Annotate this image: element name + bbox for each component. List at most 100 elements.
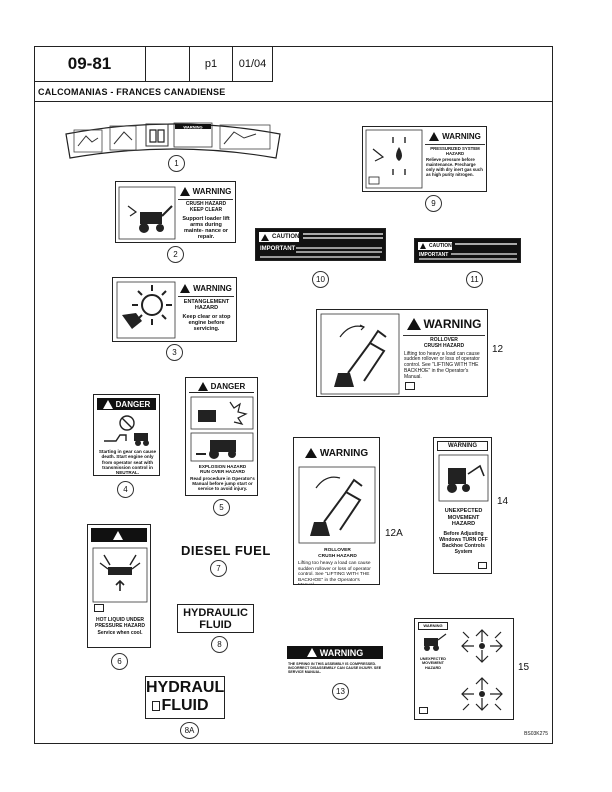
hot-liquid-radiator-icon: [92, 547, 148, 603]
decal-3-line2: HAZARD: [194, 305, 219, 312]
rollover-crush-icon: [298, 466, 376, 544]
decal-3: WARNING ENTANGLEMENT HAZARD Keep clear o…: [112, 277, 237, 342]
revision-date: 01/04: [233, 46, 273, 82]
start-in-gear-icon: [104, 415, 149, 446]
decal-8: HYDRAULIC FLUID: [177, 604, 254, 633]
decal-15-line1: UNEXPECTED MOVEMENT HAZARD: [420, 657, 446, 670]
decal-4: DANGER Starting in gear can cause death.…: [93, 394, 160, 476]
decal-10: CAUTION IMPORTANT: [255, 228, 386, 261]
joystick-pattern-icon: [461, 629, 503, 711]
header-row: 09-81 p1 01/04: [34, 46, 273, 82]
decal-6-line1: HOT LIQUID UNDER: [95, 617, 145, 623]
decal-14-line3: HAZARD: [451, 521, 476, 528]
decal-4-title: DANGER: [115, 399, 151, 409]
label-14: 14: [497, 496, 509, 507]
label-15: 15: [518, 662, 530, 673]
decal-11: CAUTION IMPORTANT: [414, 238, 521, 263]
decal-1-warning-text: WARNING: [183, 125, 202, 130]
warning-triangle-icon: [406, 318, 421, 330]
decal-8a: HYDRAULIC FLUID: [145, 676, 225, 719]
decal-8a-line2: FLUID: [161, 697, 209, 714]
decal-6: HOT LIQUID UNDER PRESSURE HAZARD Service…: [87, 524, 151, 648]
decal-12a-title: WARNING: [319, 447, 369, 459]
decal-1-strip: WARNING: [65, 122, 281, 159]
decal-2: WARNING CRUSH HAZARD KEEP CLEAR Support …: [115, 181, 236, 243]
callout-1: 1: [168, 155, 185, 172]
warning-triangle-icon: [179, 187, 190, 196]
callout-11: 11: [466, 271, 483, 288]
decal-15: WARNING UNEXPECTED MOVEMENT HAZARD: [414, 618, 514, 720]
decal-8a-line1: HYDRAULIC: [146, 679, 225, 696]
decal-12: WARNING ROLLOVER CRUSH HAZARD Lifting to…: [316, 309, 488, 397]
decal-12a-line2: CRUSH HAZARD: [318, 553, 357, 559]
section-title: CALCOMANIAS - FRANCES CANADIENSE: [34, 82, 553, 102]
label-12a: 12A: [385, 528, 403, 539]
manual-book-icon: [478, 562, 487, 569]
callout-8: 8: [211, 636, 228, 653]
callout-6: 6: [111, 653, 128, 670]
warning-triangle-icon: [304, 448, 317, 458]
decal-12-line2: CRUSH HAZARD: [423, 342, 465, 349]
decal-13-title: WARNING: [319, 647, 364, 658]
decal-2-line2: KEEP CLEAR: [189, 206, 223, 213]
warning-triangle-icon: [180, 284, 191, 293]
rollover-crush-icon: [320, 313, 400, 395]
callout-7: 7: [210, 560, 227, 577]
figure-reference: BS03K275: [524, 731, 548, 737]
header-blank-cell: [146, 46, 190, 82]
pressurized-accumulator-icon: [365, 129, 423, 189]
decal-12-line3: Lifting too heavy a load can cause sudde…: [404, 350, 480, 380]
callout-2: 2: [167, 246, 184, 263]
decal-9-title: WARNING: [442, 132, 481, 141]
callout-8a: 8A: [180, 722, 199, 739]
decal-3-line1: ENTANGLEMENT: [183, 299, 230, 305]
decal-14-line1: UNEXPECTED: [444, 508, 483, 514]
decal-11-important: IMPORTANT: [419, 252, 449, 258]
danger-triangle-icon: [197, 382, 208, 391]
decal-12a-line3: Lifting too heavy a load can cause sudde…: [298, 561, 371, 584]
decal-15-title: WARNING: [423, 623, 443, 628]
manual-book-icon: [419, 707, 428, 714]
warning-triangle-icon: [112, 530, 123, 540]
decal-9-line1: PRESSURIZED SYSTEM: [430, 146, 480, 151]
decal-2-line3: Support loader lift arms during mainte- …: [182, 215, 230, 241]
caution-triangle-icon: [420, 243, 426, 249]
manual-book-icon: [405, 382, 415, 390]
decal-3-title: WARNING: [193, 284, 232, 293]
decal-5-line1: EXPLOSION HAZARD: [198, 464, 247, 469]
decal-6-line2: PRESSURE HAZARD: [94, 622, 145, 629]
decal-11-title: CAUTION: [429, 243, 452, 249]
warning-triangle-icon: [306, 648, 317, 657]
callout-4: 4: [117, 481, 134, 498]
loader-arm-icon: [118, 186, 176, 240]
callout-13: 13: [332, 683, 349, 700]
decal-7-diesel-fuel: DIESEL FUEL: [181, 543, 271, 558]
manual-book-icon: [94, 604, 104, 612]
page-frame: [34, 46, 553, 744]
decal-8-line2: FLUID: [199, 619, 232, 631]
decal-9: WARNING PRESSURIZED SYSTEM HAZARD Reliev…: [362, 126, 487, 192]
decal-10-important: IMPORTANT: [260, 246, 296, 252]
decal-9-line2: HAZARD: [445, 150, 465, 156]
decal-6-line3: Service when cool.: [97, 629, 143, 636]
warning-triangle-icon: [429, 132, 440, 141]
decal-5-line2: RUN OVER HAZARD: [200, 469, 245, 475]
decal-14: WARNING UNEXPECTED MOVEMENT HAZARD Befor…: [433, 437, 492, 574]
decal-5-title: DANGER: [210, 382, 246, 391]
decal-14-title: WARNING: [448, 443, 477, 449]
decal-12a-line1: ROLLOVER: [324, 548, 351, 553]
fluid-container-icon: [152, 701, 160, 711]
decal-12-title: WARNING: [423, 317, 482, 331]
decal-14-line2: MOVEMENT: [447, 514, 480, 521]
entanglement-icon: [116, 281, 176, 339]
decal-13: WARNING THE SPRING IN THIS ASSEMBLY IS C…: [287, 646, 383, 681]
callout-3: 3: [166, 344, 183, 361]
backhoe-window-icon: [438, 454, 489, 502]
decal-12-line1: ROLLOVER: [430, 337, 458, 343]
decal-5: DANGER EXPLOSION HAZARD RUN OVER HAZARD …: [185, 377, 258, 496]
callout-9: 9: [425, 195, 442, 212]
caution-triangle-icon: [261, 233, 269, 241]
decal-3-line3: Keep clear or stop engine before servici…: [182, 313, 231, 333]
decal-10-title: CAUTION: [272, 234, 300, 240]
label-12: 12: [492, 344, 504, 355]
